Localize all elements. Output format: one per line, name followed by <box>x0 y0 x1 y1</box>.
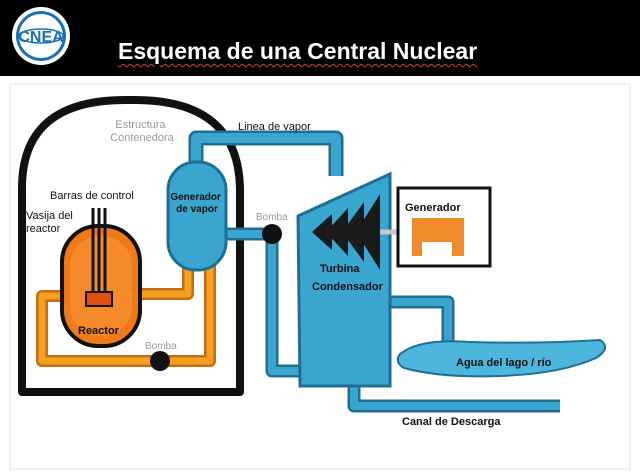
reactor-label: Reactor <box>78 325 120 337</box>
condenser-label: Condensador <box>312 281 384 293</box>
cnea-logo: CNEA <box>12 7 70 65</box>
pump-top-label: Bomba <box>256 212 288 223</box>
feedwater-pipe-fill <box>222 230 302 375</box>
turbine-blades <box>312 194 380 270</box>
lake-label: Agua del lago / río <box>456 357 552 369</box>
diagram-frame <box>9 83 631 470</box>
generator-label: Generador <box>405 202 461 214</box>
lake-water <box>396 338 607 378</box>
containment-structure <box>18 95 244 396</box>
steam-generator <box>166 160 228 272</box>
diagram-canvas: Estructura Contenedora Linea de vapor Ba… <box>0 76 640 476</box>
generator-base <box>422 242 452 256</box>
logo-text: CNEA <box>18 29 64 46</box>
reactor-core <box>85 291 113 307</box>
steam-line-label: Linea de vapor <box>238 121 311 133</box>
steam-generator-label: Generador de vapor <box>170 192 223 215</box>
header-bar: CNEA Esquema de una Central Nuclear <box>0 0 640 76</box>
discharge-label: Canal de Descarga <box>402 416 501 428</box>
pump-bottom-icon <box>150 351 170 371</box>
vessel-label: Vasija del reactor <box>26 210 76 235</box>
nuclear-plant-diagram: Estructura Contenedora Linea de vapor Ba… <box>9 83 631 470</box>
control-rods <box>91 208 107 294</box>
steam-line-pipe-fill <box>191 133 341 176</box>
containment-label: Estructura Contenedora <box>110 119 174 144</box>
turbine-label: Turbina <box>320 263 360 275</box>
page-title: Esquema de una Central Nuclear <box>118 38 478 64</box>
control-rods-label: Barras de control <box>50 190 134 202</box>
pump-top-icon <box>262 224 282 244</box>
feedwater-pipe <box>222 227 302 378</box>
reactor-inner <box>70 236 132 336</box>
pump-bottom-label: Bomba <box>145 341 177 352</box>
